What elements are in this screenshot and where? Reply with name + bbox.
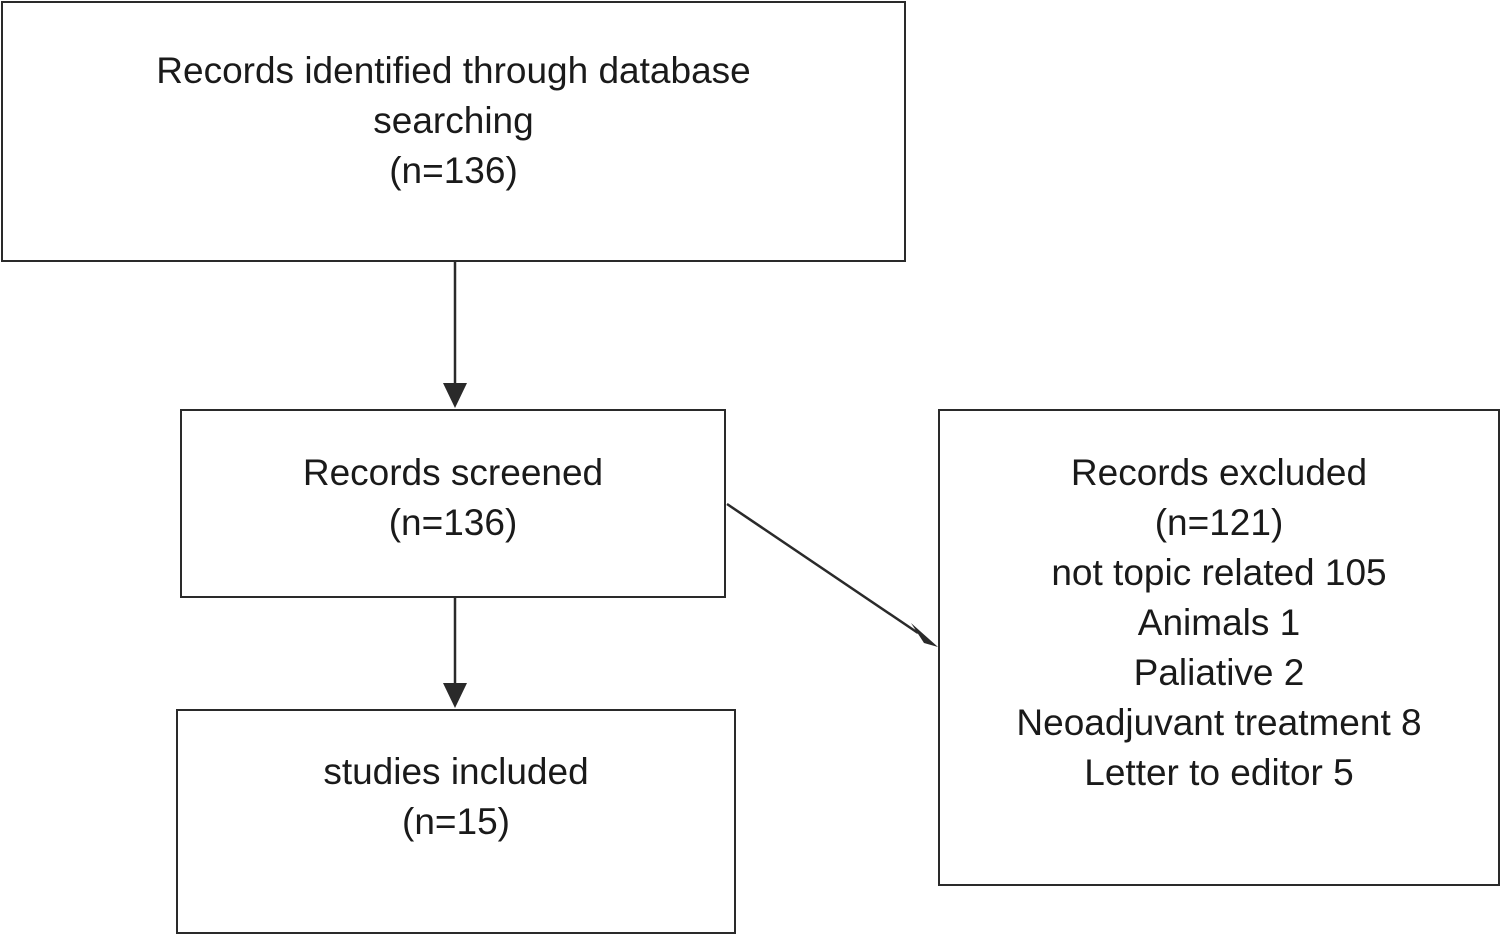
records-excluded-box: Records excluded (n=121) not topic relat… [938,409,1500,886]
exclusion-reason: Animals 1 [1137,602,1301,643]
records-screened-label: Records screened [302,452,604,493]
exclusion-reason: Letter to editor 5 [1084,752,1354,793]
arrow-screened-to-included [443,598,467,708]
arrow-identified-to-screened [443,262,467,408]
studies-included-count: (n=15) [402,801,510,842]
studies-included-box: studies included (n=15) [176,709,736,934]
records-screened-box: Records screened (n=136) [180,409,726,598]
records-excluded-count: (n=121) [1154,502,1284,543]
exclusion-reason: Neoadjuvant treatment 8 [1016,702,1422,743]
records-identified-count: (n=136) [389,150,518,191]
records-identified-label: Records identified through database [156,50,751,91]
records-excluded-label: Records excluded [1070,452,1368,493]
records-identified-box: Records identified through database sear… [1,1,906,262]
exclusion-reason: not topic related 105 [1051,552,1387,593]
studies-included-label: studies included [323,751,589,792]
exclusion-reason: Paliative 2 [1133,652,1305,693]
arrow-screened-to-excluded [726,502,938,647]
records-screened-count: (n=136) [388,502,518,543]
records-identified-label-cont: searching [373,100,534,141]
